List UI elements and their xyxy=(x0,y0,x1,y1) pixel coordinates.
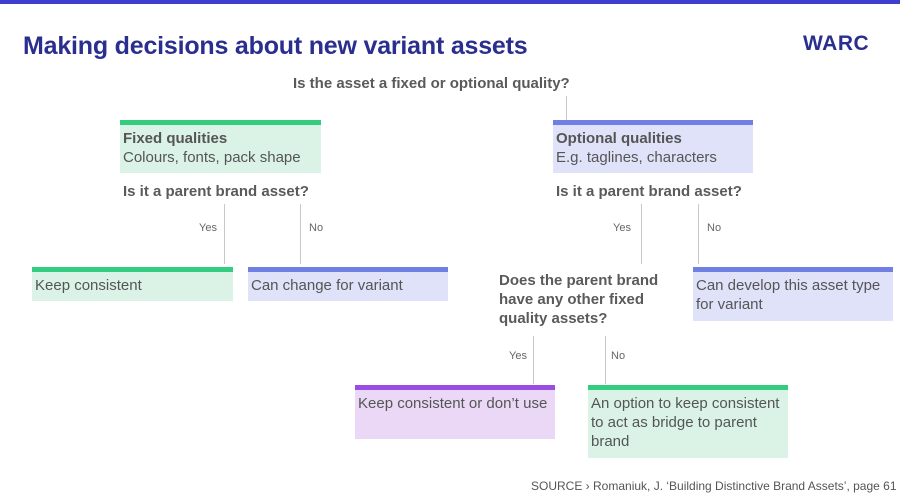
fixed-no-connector xyxy=(300,204,301,264)
followup-yes-connector xyxy=(533,336,534,384)
optional-qualities-box: Optional qualities E.g. taglines, charac… xyxy=(553,120,753,173)
optional-question: Is it a parent brand asset? xyxy=(556,183,742,200)
optional-yes-label: Yes xyxy=(613,222,631,234)
followup-yes-outcome: Keep consistent or don’t use xyxy=(358,395,548,412)
followup-no-outcome: An option to keep consistent to act as b… xyxy=(591,395,780,450)
followup-no-outcome-box: An option to keep consistent to act as b… xyxy=(588,385,788,458)
fixed-yes-label: Yes xyxy=(199,222,217,234)
root-question: Is the asset a fixed or optional quality… xyxy=(293,75,570,92)
fixed-no-outcome: Can change for variant xyxy=(251,277,403,294)
followup-yes-label: Yes xyxy=(509,350,527,362)
root-connector xyxy=(566,96,567,120)
followup-yes-outcome-box: Keep consistent or don’t use xyxy=(355,385,555,439)
optional-no-label: No xyxy=(707,222,722,234)
warc-logo: WARC xyxy=(803,32,870,55)
fixed-yes-outcome: Keep consistent xyxy=(35,277,142,294)
followup-question: Does the parent brand have any other fix… xyxy=(499,272,659,327)
optional-qualities-detail: E.g. taglines, characters xyxy=(556,149,717,166)
fixed-qualities-box: Fixed qualities Colours, fonts, pack sha… xyxy=(120,120,321,173)
fixed-question: Is it a parent brand asset? xyxy=(123,183,309,200)
fixed-yes-connector xyxy=(224,204,225,264)
fixed-yes-outcome-box: Keep consistent xyxy=(32,267,233,301)
optional-no-connector xyxy=(698,204,699,264)
fixed-no-outcome-box: Can change for variant xyxy=(248,267,448,301)
page-title: Making decisions about new variant asset… xyxy=(23,32,528,60)
source-citation: SOURCE › Romaniuk, J. ‘Building Distinct… xyxy=(531,479,897,493)
fixed-qualities-detail: Colours, fonts, pack shape xyxy=(123,149,301,166)
optional-no-outcome-box: Can develop this asset type for variant xyxy=(693,267,893,321)
optional-qualities-heading: Optional qualities xyxy=(556,130,682,147)
fixed-qualities-heading: Fixed qualities xyxy=(123,130,228,147)
top-accent-bar xyxy=(0,0,900,4)
fixed-no-label: No xyxy=(309,222,324,234)
optional-yes-connector xyxy=(641,204,642,264)
followup-no-connector xyxy=(605,336,606,384)
followup-no-label: No xyxy=(611,350,626,362)
optional-no-outcome: Can develop this asset type for variant xyxy=(696,277,881,313)
